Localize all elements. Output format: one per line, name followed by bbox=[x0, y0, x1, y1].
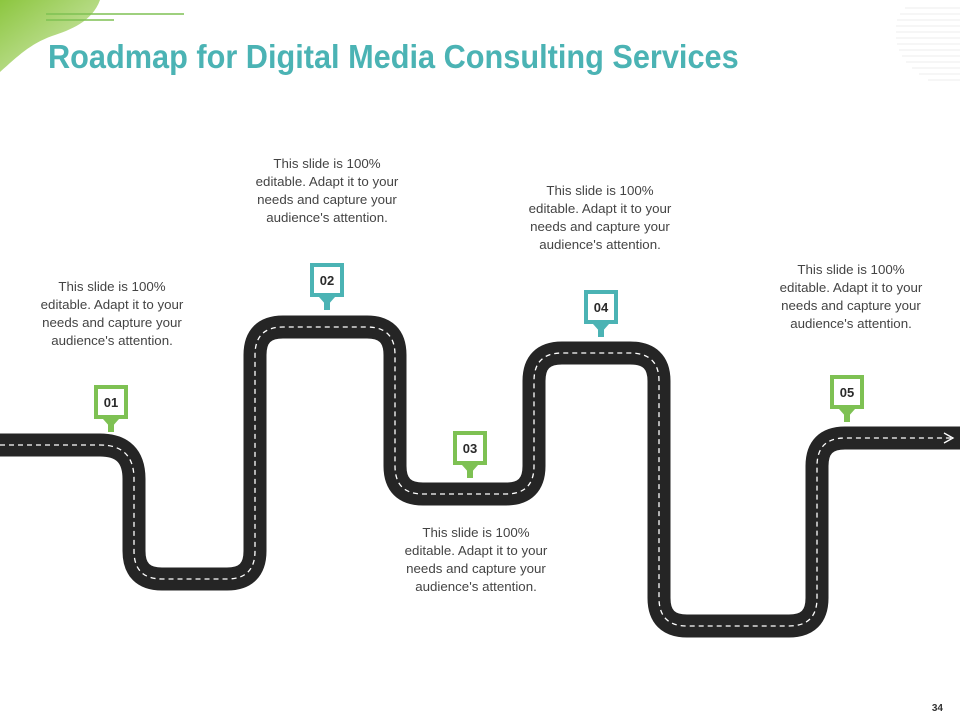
milestone-04-number: 04 bbox=[593, 299, 609, 315]
milestone-05-description: This slide is 100% editable. Adapt it to… bbox=[779, 262, 923, 331]
page-number: 34 bbox=[931, 703, 943, 714]
milestone-03-marker: 03 bbox=[453, 431, 487, 465]
milestone-03-description: This slide is 100% editable. Adapt it to… bbox=[404, 525, 548, 594]
milestone-01-description: This slide is 100% editable. Adapt it to… bbox=[40, 279, 184, 348]
milestone-01-marker: 01 bbox=[94, 385, 128, 419]
road-center-dashes bbox=[0, 326, 952, 627]
slide-title: Roadmap for Digital Media Consulting Ser… bbox=[48, 38, 739, 75]
milestone-03-number: 03 bbox=[462, 440, 478, 456]
milestone-02-description: This slide is 100% editable. Adapt it to… bbox=[255, 156, 399, 225]
corner-stripes bbox=[896, 7, 960, 81]
milestone-05-marker: 05 bbox=[830, 375, 864, 409]
milestone-04-description: This slide is 100% editable. Adapt it to… bbox=[528, 183, 672, 252]
milestone-02-marker: 02 bbox=[310, 263, 344, 297]
milestone-04-marker: 04 bbox=[584, 290, 618, 324]
corner-leaf-shape bbox=[0, 0, 100, 72]
milestone-05-number: 05 bbox=[839, 384, 855, 400]
road-end-arrow-icon bbox=[943, 432, 955, 444]
milestone-01-number: 01 bbox=[103, 394, 119, 410]
milestone-02-number: 02 bbox=[319, 272, 335, 288]
